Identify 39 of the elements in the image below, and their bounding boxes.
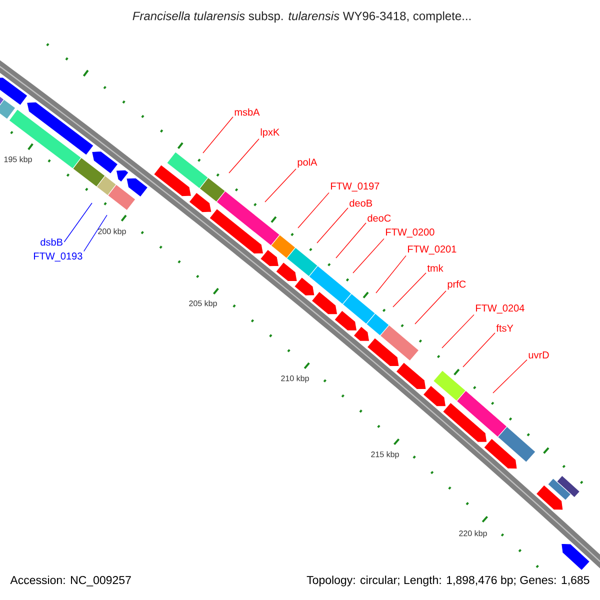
gene-label: lpxK [260,128,280,138]
leader-line [202,116,234,154]
leader-line [462,332,496,368]
gene-label: FTW_0200 [386,228,434,238]
gene-label: ftsY [496,324,514,332]
leader-line [336,222,366,258]
gene-label: msbA [234,108,260,116]
leader-line [492,359,528,394]
leader-line [414,290,446,324]
tick-label: 210 kbp [281,375,309,383]
title: Francisella tularensis subsp. tularensis WY96-3418, complete... [132,11,471,23]
leader-line [84,214,108,252]
tick-label: 220 kbp [459,530,487,538]
footer-text: Topology: circular; Length: 1,898,476 bp; Genes: 1,685 [306,576,590,586]
leader-line [392,272,426,308]
gene-label: FTW_0193 [34,252,82,262]
tick-label: 215 kbp [371,451,399,459]
footer-text: Accession: NC_009257 [10,576,131,586]
leader-line [264,168,296,202]
gene-label: FTW_0204 [476,304,524,314]
tick-label: 205 kbp [189,300,217,308]
tick-label: 195 kbp [4,156,32,164]
tick-label: 200 kbp [98,228,126,236]
gene-label: deoC [368,214,391,222]
leader-line [316,208,348,244]
leader-line [64,202,92,242]
gene-label: uvrD [528,352,549,358]
gene-label: deoB [350,199,372,207]
gene-label: prfC [448,280,466,290]
leader-line [376,255,406,294]
gene-label: dsbB [40,238,62,246]
gene-label: tmk [427,264,444,272]
leader-line [352,238,384,274]
leader-line [298,192,330,228]
leader-line [442,314,474,348]
gene-label: FTW_0197 [331,182,380,192]
gene-label: polA [298,158,318,168]
gene-label: FTW_0201 [408,246,456,254]
leader-line [228,138,260,174]
